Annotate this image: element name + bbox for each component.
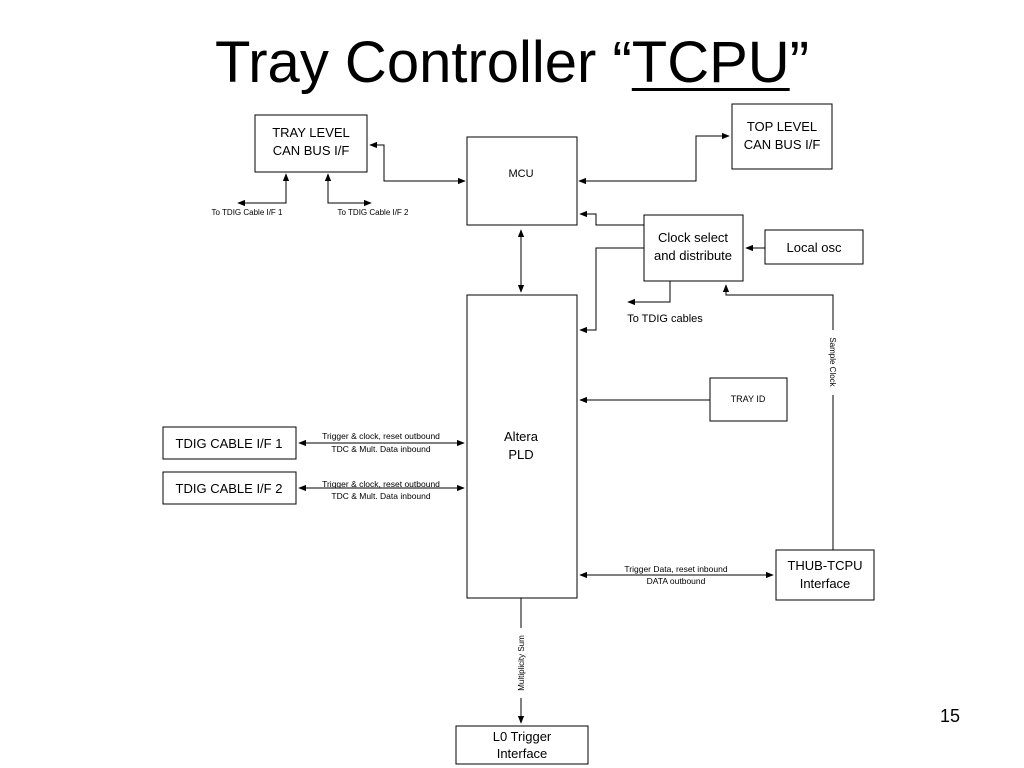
title-suffix: ” — [789, 30, 810, 95]
mcu-label: MCU — [508, 168, 533, 180]
multiplicity-sum-label: Multiplicity Sum — [517, 635, 526, 691]
mcu-block: MCU — [466, 136, 578, 226]
cable-1-outbound-label: Trigger & clock, reset outbound — [322, 431, 440, 441]
tray-can-to-tdig-1-link — [237, 173, 290, 207]
tdig-cable-1-label: TDIG CABLE I/F 1 — [176, 436, 283, 451]
local-osc-label: Local osc — [787, 240, 842, 255]
tdig-cable-2-block: TDIG CABLE I/F 2 — [162, 471, 297, 505]
title-tcpu: TCPU — [631, 30, 790, 95]
top-level-can-line1: TOP LEVEL — [747, 119, 817, 134]
to-tdig-cables-label: To TDIG cables — [627, 313, 703, 325]
clock-select-line2: and distribute — [654, 248, 732, 263]
to-tdig-cable-2-label: To TDIG Cable I/F 2 — [338, 208, 410, 217]
thub-tcpu-block: THUB-TCPU Interface — [775, 549, 875, 601]
clock-select-line1: Clock select — [658, 230, 728, 245]
cable-2-inbound-label: TDC & Mult. Data inbound — [331, 491, 430, 501]
to-tdig-cable-1-label: To TDIG Cable I/F 1 — [212, 208, 284, 217]
tdig-cable-2-label: TDIG CABLE I/F 2 — [176, 481, 283, 496]
tray-can-mcu-link — [369, 141, 466, 185]
thub-tcpu-line2: Interface — [800, 576, 851, 591]
local-osc-block: Local osc — [764, 229, 864, 265]
tray-id-label: TRAY ID — [731, 394, 766, 404]
sample-clock-upper-link — [722, 284, 834, 330]
sample-clock-label: Sample Clock — [828, 337, 837, 387]
altera-pld-line2: PLD — [508, 447, 533, 462]
tdig-cable-1-block: TDIG CABLE I/F 1 — [162, 426, 297, 460]
l0-trigger-block: L0 Trigger Interface — [455, 725, 589, 765]
tray-level-can-line2: CAN BUS I/F — [273, 143, 350, 158]
mcu-top-can-link — [578, 132, 730, 185]
tray-can-to-tdig-2-link — [324, 173, 372, 207]
cable-1-inbound-label: TDC & Mult. Data inbound — [331, 444, 430, 454]
tray-level-can-bus-block: TRAY LEVEL CAN BUS I/F — [254, 114, 368, 173]
thub-inbound-label: Trigger Data, reset inbound — [624, 564, 727, 574]
altera-pld-block: Altera PLD — [466, 294, 578, 599]
thub-outbound-label: DATA outbound — [647, 576, 706, 586]
l0-trigger-line2: Interface — [497, 746, 548, 761]
l0-trigger-line1: L0 Trigger — [493, 729, 552, 744]
clock-to-pld-link — [579, 247, 644, 334]
top-level-can-line2: CAN BUS I/F — [744, 137, 821, 152]
top-level-can-bus-block: TOP LEVEL CAN BUS I/F — [731, 103, 833, 170]
tray-level-can-line1: TRAY LEVEL — [272, 125, 350, 140]
slide-title: Tray Controller “TCPU” — [0, 28, 1024, 98]
cable-2-outbound-label: Trigger & clock, reset outbound — [322, 479, 440, 489]
clock-select-block: Clock select and distribute — [643, 214, 744, 282]
clock-to-tdig-cables-link — [627, 281, 671, 306]
thub-tcpu-line1: THUB-TCPU — [787, 558, 862, 573]
altera-pld-line1: Altera — [504, 429, 539, 444]
tray-id-block: TRAY ID — [709, 377, 788, 422]
title-prefix: Tray Controller “ — [214, 30, 632, 95]
page-number: 15 — [939, 706, 961, 726]
clock-to-mcu-link — [579, 210, 644, 226]
